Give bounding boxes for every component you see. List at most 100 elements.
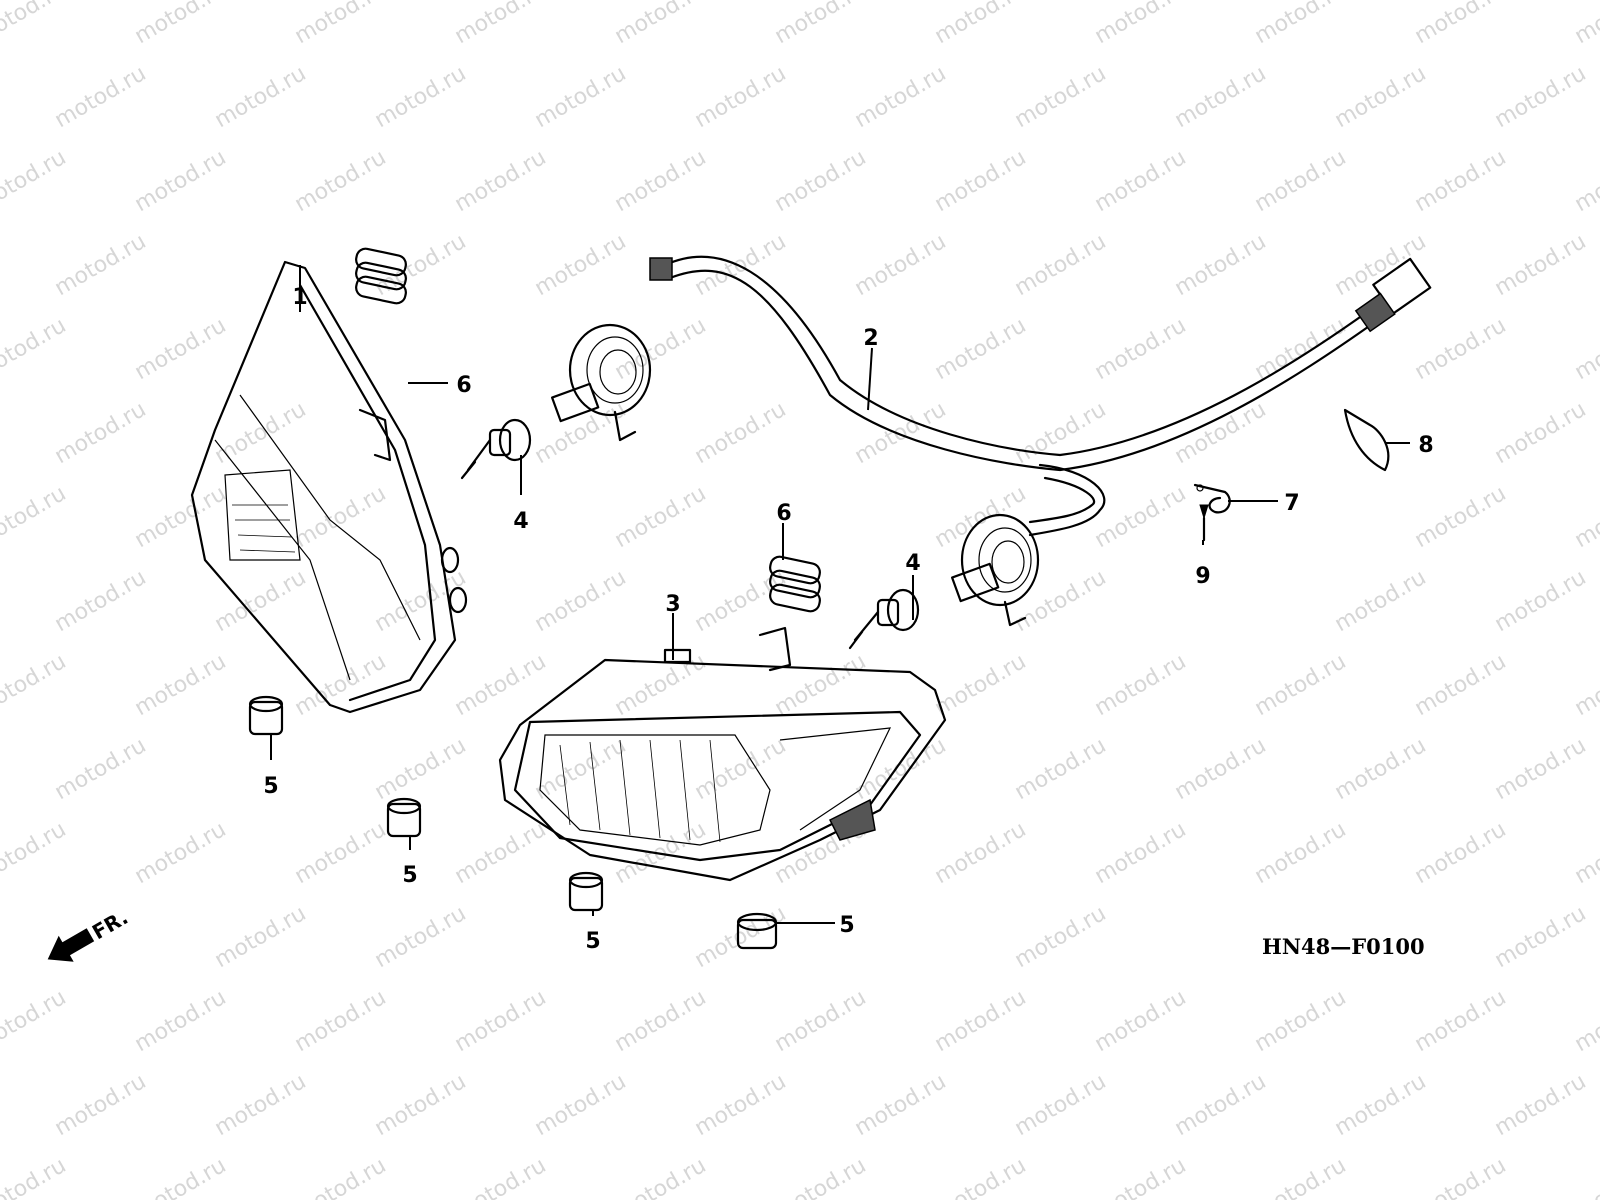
watermark-text: motod.ru: [1171, 733, 1271, 805]
watermark-text: motod.ru: [1571, 1153, 1600, 1200]
watermark-text: motod.ru: [1571, 313, 1600, 385]
screw[interactable]: [1199, 504, 1209, 542]
band[interactable]: [1343, 408, 1390, 472]
watermark-text: motod.ru: [931, 649, 1031, 721]
callout-3: 3: [665, 592, 680, 617]
watermark-text: motod.ru: [1491, 397, 1591, 469]
watermark-text: motod.ru: [1491, 565, 1591, 637]
watermark-text: motod.ru: [1171, 1069, 1271, 1141]
grommet-a[interactable]: [248, 695, 284, 736]
watermark-text: motod.ru: [51, 397, 151, 469]
watermark-text: motod.ru: [131, 649, 231, 721]
watermark-text: motod.ru: [851, 229, 951, 301]
watermark-text: motod.ru: [1411, 0, 1511, 49]
watermark-text: motod.ru: [0, 985, 70, 1057]
leader-lines: [270, 265, 1410, 924]
watermark-text: motod.ru: [51, 61, 151, 133]
watermark-text: motod.ru: [371, 733, 471, 805]
watermark-text: motod.ru: [1251, 985, 1351, 1057]
watermark-text: motod.ru: [1411, 649, 1511, 721]
watermark-text: motod.ru: [371, 901, 471, 973]
watermark-text: motod.ru: [0, 649, 70, 721]
watermark-text: motod.ru: [1091, 145, 1191, 217]
watermark-text: motod.ru: [131, 985, 231, 1057]
watermark-text: motod.ru: [1411, 985, 1511, 1057]
watermark-text: motod.ru: [291, 649, 391, 721]
watermark-text: motod.ru: [1411, 145, 1511, 217]
wire-harness[interactable]: [551, 255, 1432, 627]
watermark-text: motod.ru: [1331, 733, 1431, 805]
callout-4-right: 4: [905, 551, 920, 576]
watermark-text: motod.ru: [1091, 817, 1191, 889]
watermark-text: motod.ru: [371, 61, 471, 133]
watermark-text: motod.ru: [291, 0, 391, 49]
watermark-text: motod.ru: [1571, 0, 1600, 49]
watermark-text: motod.ru: [131, 1153, 231, 1200]
watermark-text: motod.ru: [291, 985, 391, 1057]
watermark-text: motod.ru: [771, 145, 871, 217]
watermark-text: motod.ru: [291, 481, 391, 553]
watermark-text: motod.ru: [1011, 397, 1111, 469]
watermark-text: motod.ru: [691, 61, 791, 133]
watermark-text: motod.ru: [611, 481, 711, 553]
bulb-right[interactable]: [848, 588, 920, 650]
watermark-text: motod.ru: [1091, 649, 1191, 721]
watermark-text: motod.ru: [1251, 1153, 1351, 1200]
watermark-text: motod.ru: [51, 565, 151, 637]
watermark-text: motod.ru: [1571, 985, 1600, 1057]
watermark-text: motod.ru: [771, 649, 871, 721]
watermark-text: motod.ru: [451, 0, 551, 49]
diagram-code: HN48—F0100: [1262, 934, 1425, 959]
watermark-text: motod.ru: [1491, 61, 1591, 133]
watermark-text: motod.ru: [1011, 61, 1111, 133]
rubber-right[interactable]: [768, 555, 821, 613]
clamp[interactable]: [1193, 483, 1231, 514]
watermark-text: motod.ru: [51, 1069, 151, 1141]
watermark-text: motod.ru: [371, 229, 471, 301]
watermark-text: motod.ru: [51, 229, 151, 301]
watermark-text: motod.ru: [1331, 565, 1431, 637]
watermark-text: motod.ru: [931, 481, 1031, 553]
watermark-text: motod.ru: [0, 1153, 70, 1200]
grommet-c[interactable]: [568, 871, 604, 912]
watermark-text: motod.ru: [1091, 985, 1191, 1057]
direction-label: FR.: [88, 905, 132, 944]
headlight-right[interactable]: [498, 626, 947, 882]
headlight-left[interactable]: [190, 260, 468, 714]
watermark-text: motod.ru: [1091, 0, 1191, 49]
grommet-b[interactable]: [386, 797, 422, 838]
callout-2: 2: [863, 326, 878, 351]
watermark-text: motod.ru: [531, 565, 631, 637]
watermark-text: motod.ru: [211, 901, 311, 973]
watermark-text: motod.ru: [851, 397, 951, 469]
rubber-left[interactable]: [354, 247, 407, 305]
front-direction-indicator: FR.: [47, 905, 132, 962]
watermark-text: motod.ru: [931, 1153, 1031, 1200]
watermark-text: motod.ru: [291, 1153, 391, 1200]
watermark-text: motod.ru: [1091, 481, 1191, 553]
bulb-socket-right: [951, 513, 1040, 627]
watermark-text: motod.ru: [611, 0, 711, 49]
watermark-text: motod.ru: [1011, 733, 1111, 805]
callout-5-d: 5: [839, 913, 854, 938]
watermark-text: motod.ru: [211, 397, 311, 469]
watermark-text: motod.ru: [131, 313, 231, 385]
bulb-left[interactable]: [460, 418, 532, 480]
watermark-text: motod.ru: [51, 733, 151, 805]
bulb-socket-left: [551, 257, 673, 442]
watermark-text: motod.ru: [931, 985, 1031, 1057]
callout-1: 1: [292, 285, 307, 310]
watermark-text: motod.ru: [0, 817, 70, 889]
watermark-text: motod.ru: [451, 649, 551, 721]
watermark-text: motod.ru: [0, 0, 70, 49]
watermark-text: motod.ru: [1011, 565, 1111, 637]
watermark-text: motod.ru: [1251, 0, 1351, 49]
watermark-text: motod.ru: [0, 145, 70, 217]
watermark-text: motod.ru: [611, 313, 711, 385]
watermark-text: motod.ru: [1011, 1069, 1111, 1141]
watermark-text: motod.ru: [1091, 1153, 1191, 1200]
watermark-text: motod.ru: [851, 61, 951, 133]
watermark-text: motod.ru: [771, 1153, 871, 1200]
watermark-text: motod.ru: [1411, 313, 1511, 385]
